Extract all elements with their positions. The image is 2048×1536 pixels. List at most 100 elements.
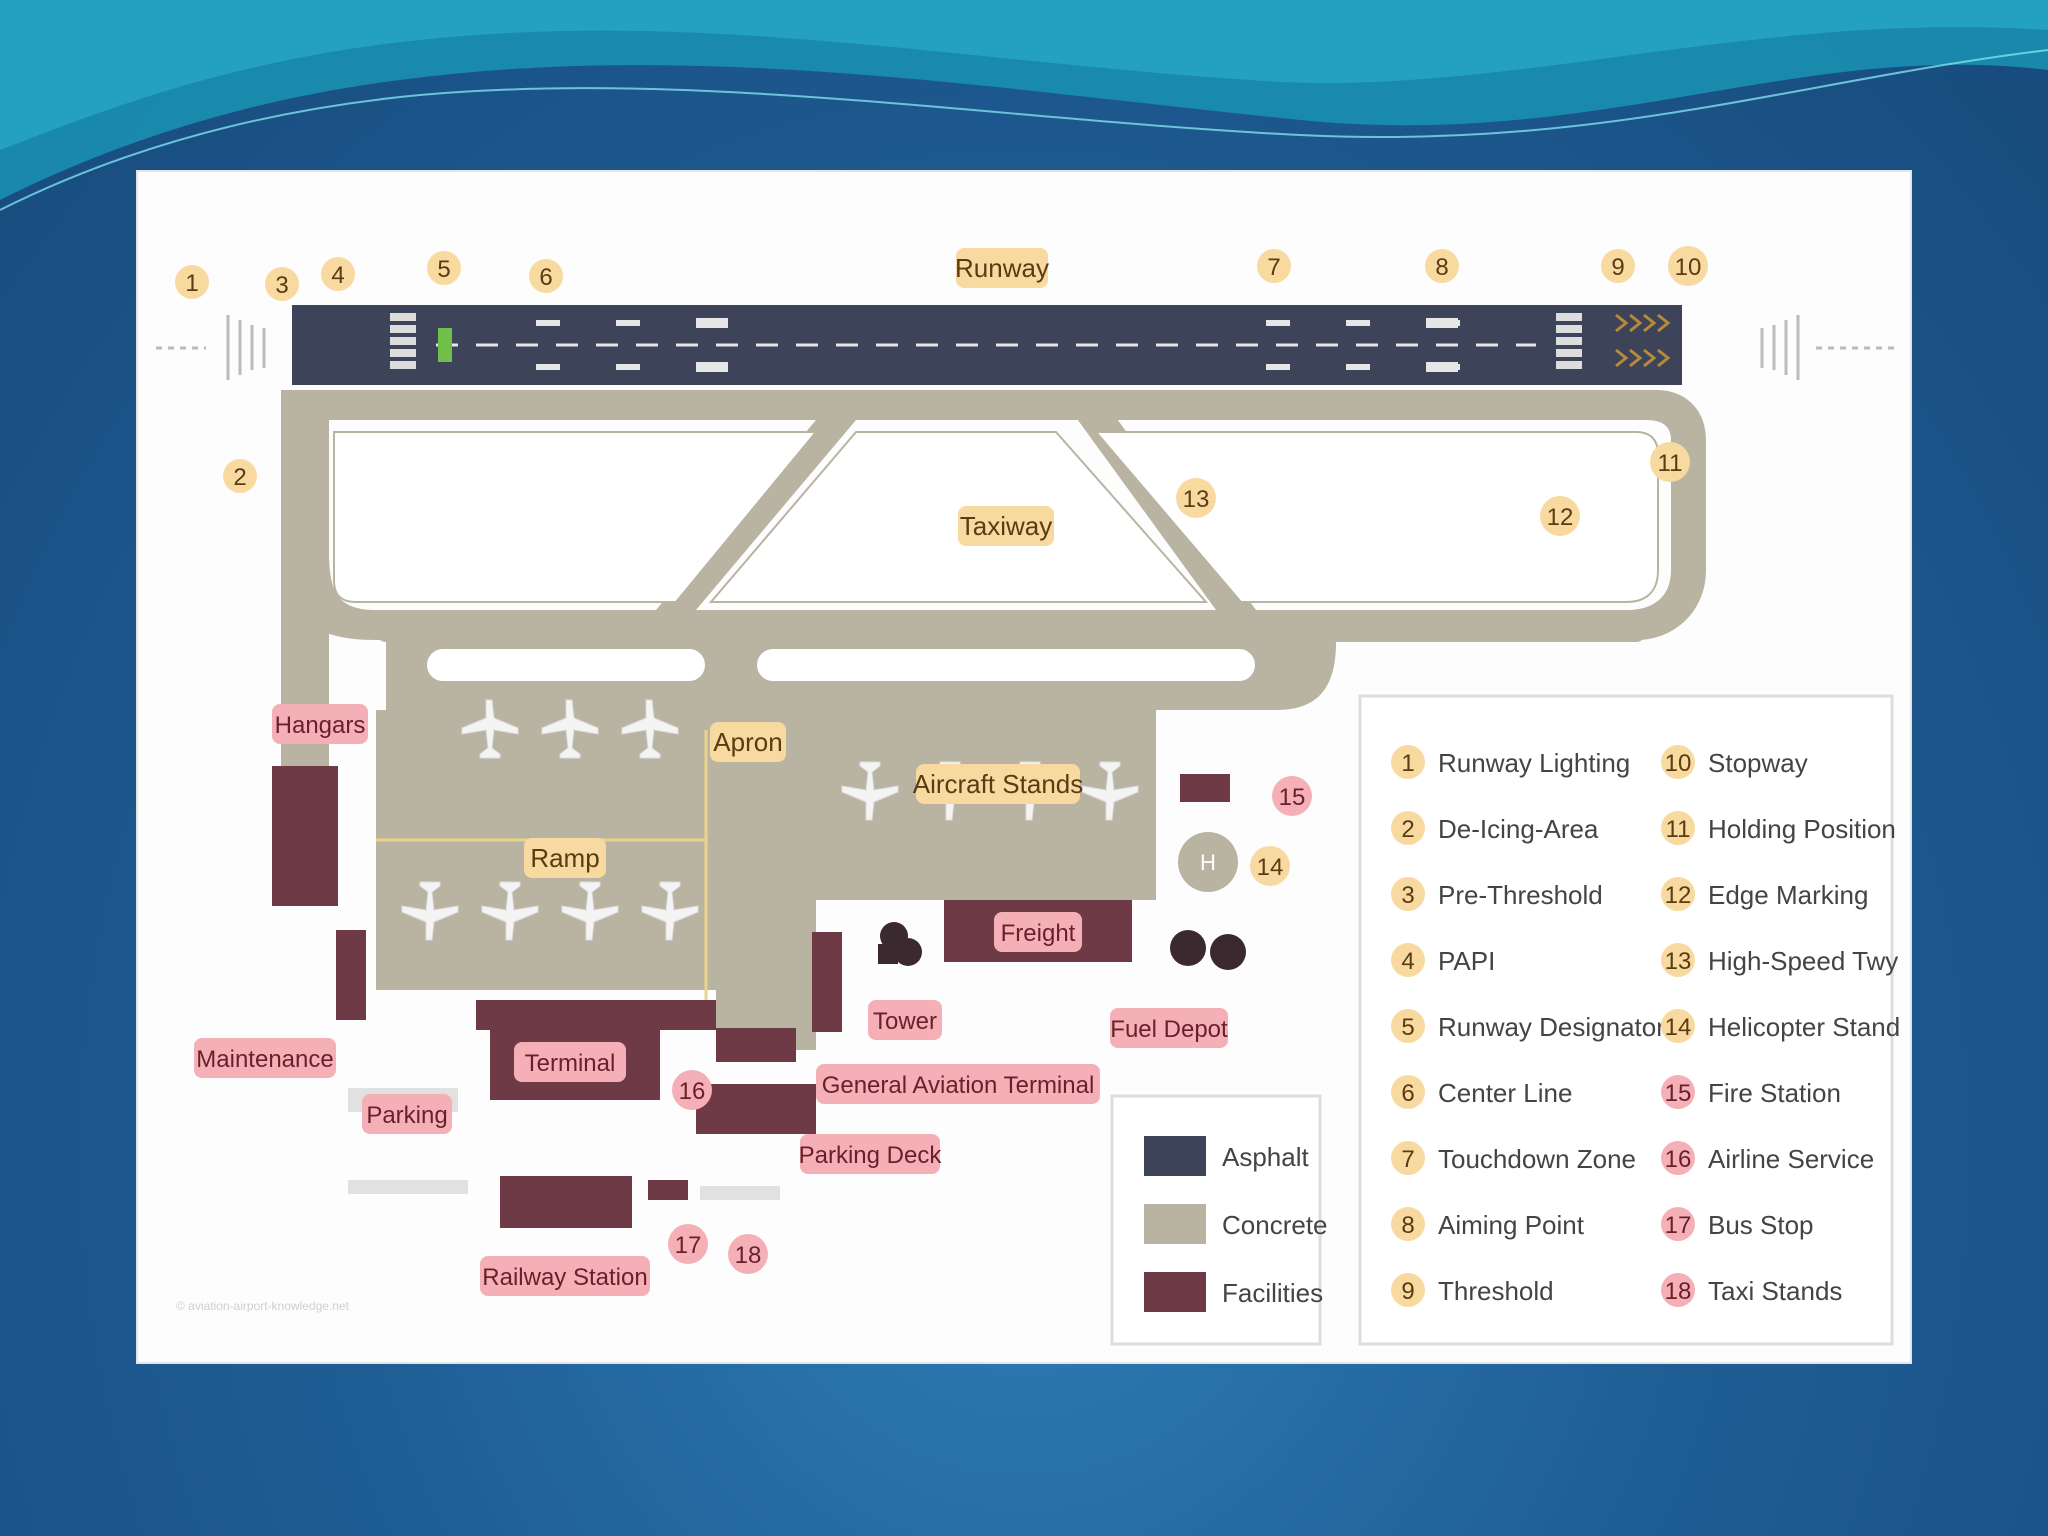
parking-deck-building — [696, 1084, 816, 1134]
material-swatch — [1144, 1136, 1206, 1176]
callout-12: 12 — [1540, 496, 1580, 536]
taxiway-parallel — [376, 610, 1646, 642]
runway-threshold-right — [1556, 313, 1582, 369]
svg-text:Railway Station: Railway Station — [482, 1264, 647, 1291]
legend-label: Runway Designator — [1438, 1012, 1665, 1042]
svg-text:7: 7 — [1267, 254, 1280, 281]
callout-badges: 1 2 3 4 5 6 7 8 9 10 11 12 13 14 15 16 1… — [175, 246, 1708, 1274]
material-legend-item: Asphalt — [1144, 1136, 1309, 1176]
terminal-building — [476, 1000, 716, 1030]
legend-number-badge — [1661, 877, 1695, 911]
hangars-label: Hangars — [272, 704, 368, 744]
approach-lights-right — [1760, 315, 1896, 380]
legend-number: 15 — [1665, 1080, 1692, 1107]
svg-text:9: 9 — [1611, 254, 1624, 281]
legend-number: 10 — [1665, 750, 1692, 777]
legend-label: Taxi Stands — [1708, 1276, 1842, 1306]
stopway-chevrons — [1615, 313, 1671, 368]
legend-label: Bus Stop — [1708, 1210, 1814, 1240]
material-legend-item: Facilities — [1144, 1272, 1323, 1312]
material-label: Concrete — [1222, 1210, 1328, 1240]
hangars-building — [272, 766, 338, 906]
svg-text:3: 3 — [275, 272, 288, 299]
header-wave-light — [0, 0, 2048, 150]
legend-label: Helicopter Stand — [1708, 1012, 1900, 1042]
callout-1: 1 — [175, 265, 209, 299]
callout-14: 14 — [1250, 846, 1290, 886]
legend-label: Edge Marking — [1708, 880, 1868, 910]
legend-number-badge — [1391, 1273, 1425, 1307]
svg-text:Parking Deck: Parking Deck — [799, 1142, 943, 1169]
legend-number-badge — [1391, 1207, 1425, 1241]
tower-label: Tower — [868, 1000, 942, 1040]
airport-diagram-panel: Runway Taxiway Apron Aircraft Stands Ram… — [136, 170, 1912, 1364]
svg-text:Fuel Depot: Fuel Depot — [1110, 1016, 1228, 1043]
legend-number-badge — [1391, 1009, 1425, 1043]
svg-text:11: 11 — [1658, 450, 1683, 477]
legend-number-badge — [1661, 1075, 1695, 1109]
fuel-depot-label: Fuel Depot — [1110, 1008, 1228, 1048]
legend-label: PAPI — [1438, 946, 1495, 976]
callout-10: 10 — [1668, 246, 1708, 286]
header-wave-line — [0, 49, 2048, 211]
legend-number: 1 — [1401, 750, 1414, 777]
svg-text:15: 15 — [1279, 784, 1306, 811]
legend-label: Aiming Point — [1438, 1210, 1585, 1240]
airport-diagram: Runway Taxiway Apron Aircraft Stands Ram… — [156, 246, 1900, 1346]
runway-label: Runway — [955, 248, 1049, 288]
legend-label: Runway Lighting — [1438, 748, 1630, 778]
legend-number: 18 — [1665, 1278, 1692, 1305]
legend-number: 12 — [1665, 882, 1692, 909]
legend-number: 11 — [1666, 816, 1691, 843]
legend-number-badge — [1391, 811, 1425, 845]
callout-16: 16 — [672, 1070, 712, 1110]
tower — [878, 922, 922, 966]
legend-number: 2 — [1401, 816, 1414, 843]
material-legend-item: Concrete — [1144, 1204, 1328, 1244]
maintenance-label: Maintenance — [194, 1038, 336, 1078]
legend-number: 13 — [1665, 948, 1692, 975]
approach-lights-left — [156, 315, 266, 380]
svg-text:Terminal: Terminal — [525, 1050, 616, 1077]
legend-number: 6 — [1401, 1080, 1414, 1107]
material-swatch — [1144, 1204, 1206, 1244]
svg-text:12: 12 — [1547, 504, 1574, 531]
legend-label: Fire Station — [1708, 1078, 1841, 1108]
callout-6: 6 — [529, 259, 563, 293]
apron-label: Apron — [710, 722, 786, 762]
helicopter-mark: H — [1200, 850, 1216, 875]
legend-number-badge — [1661, 811, 1695, 845]
legend-number: 9 — [1401, 1278, 1414, 1305]
legend-number-badge — [1661, 1141, 1695, 1175]
material-label: Facilities — [1222, 1278, 1323, 1308]
legend-item-12: 12 Edge Marking — [1661, 877, 1868, 911]
svg-text:Aircraft Stands: Aircraft Stands — [913, 769, 1084, 799]
callout-9: 9 — [1601, 249, 1635, 283]
maintenance-building — [336, 930, 366, 1020]
helicopter-stand — [1178, 832, 1238, 892]
callout-11: 11 — [1650, 442, 1690, 482]
facility-labels: Hangars Maintenance Terminal Parking Par… — [194, 704, 1228, 1296]
svg-text:10: 10 — [1675, 254, 1702, 281]
legend-label: Touchdown Zone — [1438, 1144, 1636, 1174]
svg-text:Hangars: Hangars — [275, 712, 366, 739]
svg-text:16: 16 — [679, 1078, 706, 1105]
svg-text:2: 2 — [233, 464, 246, 491]
svg-text:6: 6 — [539, 264, 552, 291]
parking-deck-label: Parking Deck — [799, 1134, 943, 1174]
svg-text:14: 14 — [1257, 854, 1284, 881]
callout-3: 3 — [265, 267, 299, 301]
legend-label: Center Line — [1438, 1078, 1572, 1108]
legend-number-badge — [1661, 1207, 1695, 1241]
legend-item-15: 15 Fire Station — [1661, 1075, 1841, 1109]
legend-number: 5 — [1401, 1014, 1414, 1041]
terminal-label: Terminal — [514, 1042, 626, 1082]
